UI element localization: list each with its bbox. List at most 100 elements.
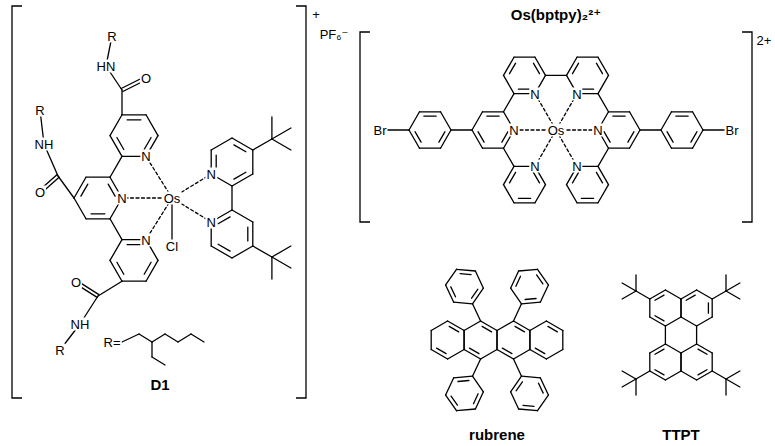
bond bbox=[165, 334, 178, 342]
bond bbox=[232, 174, 253, 186]
bond bbox=[144, 138, 151, 150]
atom-label: N bbox=[592, 124, 603, 137]
bond bbox=[609, 148, 630, 149]
bond bbox=[598, 148, 609, 166]
bond bbox=[546, 75, 567, 76]
bond bbox=[622, 283, 636, 291]
bond bbox=[535, 185, 546, 203]
atom-label: N bbox=[116, 192, 127, 205]
bond bbox=[516, 276, 521, 286]
atom-label: N bbox=[529, 87, 540, 100]
atom-label: N bbox=[508, 124, 519, 137]
bond bbox=[697, 317, 713, 326]
bond bbox=[681, 371, 697, 380]
bond bbox=[516, 382, 522, 391]
bond bbox=[504, 166, 515, 184]
bond bbox=[546, 321, 562, 331]
bond bbox=[272, 139, 291, 150]
bond bbox=[680, 353, 681, 371]
bond bbox=[655, 295, 664, 300]
bond bbox=[686, 295, 695, 300]
bond bbox=[81, 184, 88, 196]
bond bbox=[439, 132, 445, 143]
bond bbox=[726, 371, 740, 379]
bond bbox=[698, 370, 707, 375]
bond bbox=[697, 344, 713, 353]
bond bbox=[680, 299, 681, 317]
bond bbox=[86, 177, 110, 178]
bond bbox=[540, 378, 548, 395]
bond bbox=[655, 349, 664, 354]
bond bbox=[533, 172, 539, 183]
bond bbox=[511, 392, 519, 409]
bond bbox=[473, 288, 484, 304]
bond bbox=[441, 112, 452, 130]
bond bbox=[535, 57, 546, 75]
bond bbox=[661, 130, 672, 148]
bond bbox=[446, 269, 457, 285]
bond bbox=[121, 90, 122, 115]
bond bbox=[511, 271, 519, 288]
bond bbox=[514, 321, 530, 331]
bond bbox=[272, 257, 291, 268]
bond bbox=[650, 290, 666, 299]
bond bbox=[151, 342, 152, 357]
bond bbox=[252, 222, 253, 246]
bond bbox=[530, 350, 547, 360]
bond bbox=[446, 395, 457, 411]
bond bbox=[470, 348, 480, 354]
bond bbox=[451, 396, 457, 405]
bond bbox=[271, 257, 272, 279]
bond bbox=[449, 326, 459, 332]
bond bbox=[672, 148, 693, 149]
bond bbox=[622, 379, 636, 387]
bond bbox=[511, 376, 522, 392]
bond bbox=[497, 321, 514, 331]
substituent-definition: R= bbox=[103, 336, 122, 349]
bond bbox=[562, 331, 563, 350]
bond bbox=[726, 379, 740, 387]
bond bbox=[110, 219, 122, 240]
atom-label: Cl bbox=[165, 240, 179, 253]
bond bbox=[146, 260, 158, 281]
bond bbox=[696, 326, 697, 344]
bond bbox=[535, 348, 545, 354]
bond bbox=[234, 172, 246, 179]
bracket bbox=[360, 32, 370, 222]
bond bbox=[117, 138, 124, 150]
bond bbox=[478, 132, 484, 143]
bond bbox=[712, 371, 726, 379]
bond bbox=[604, 132, 610, 143]
bond bbox=[91, 213, 105, 214]
bond bbox=[538, 269, 549, 285]
bond bbox=[680, 299, 681, 317]
bond bbox=[573, 172, 579, 183]
bond bbox=[712, 299, 713, 317]
atom-label: N bbox=[205, 168, 216, 181]
bond bbox=[640, 129, 661, 130]
bond bbox=[548, 326, 558, 332]
bond bbox=[117, 262, 124, 274]
bond bbox=[667, 132, 673, 143]
bond bbox=[577, 57, 598, 58]
bond bbox=[636, 371, 650, 379]
bond bbox=[655, 316, 664, 321]
bond bbox=[635, 379, 636, 395]
bond bbox=[152, 334, 165, 342]
bond bbox=[649, 299, 650, 317]
bond bbox=[110, 156, 122, 177]
bond bbox=[232, 210, 253, 222]
bond bbox=[144, 262, 151, 274]
bond bbox=[581, 198, 593, 199]
bond bbox=[502, 132, 508, 143]
bond bbox=[218, 244, 230, 251]
atom-label: N bbox=[140, 150, 151, 163]
bond bbox=[232, 246, 253, 258]
bond bbox=[529, 331, 530, 350]
bond bbox=[146, 115, 158, 136]
bond bbox=[481, 350, 497, 360]
bond bbox=[725, 275, 726, 291]
bond bbox=[74, 177, 86, 198]
bond bbox=[451, 129, 472, 130]
bond bbox=[622, 291, 636, 299]
